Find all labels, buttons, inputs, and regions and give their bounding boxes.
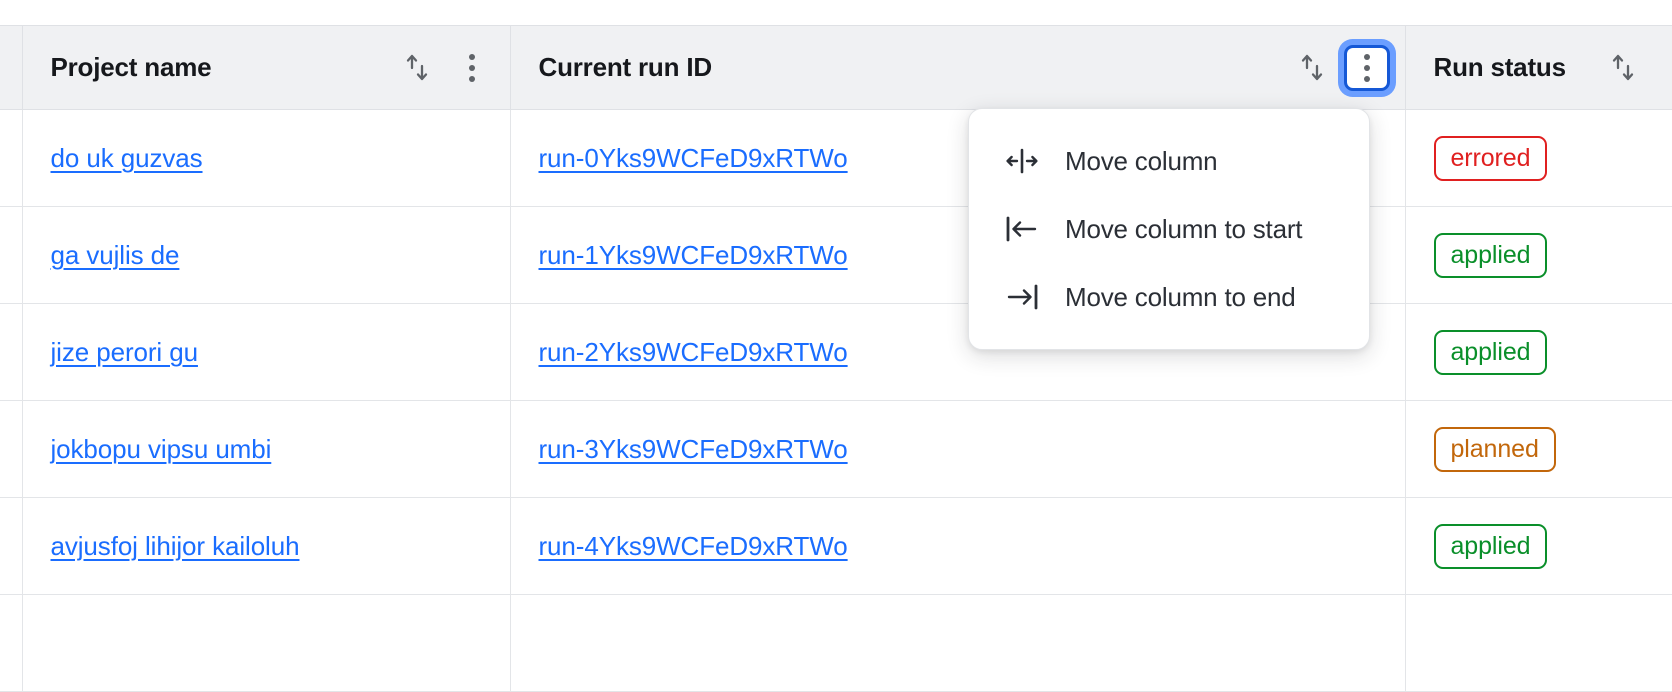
column-header-label-run-status: Run status xyxy=(1433,52,1567,82)
row-gutter-cell xyxy=(0,400,23,498)
run-id-link[interactable]: run-4Yks9WCFeD9xRTWo xyxy=(538,530,848,561)
move-column-to-start-icon xyxy=(1005,214,1039,244)
column-header-run-status[interactable]: Run status xyxy=(1405,25,1672,110)
cell-run-status: applied xyxy=(1405,497,1672,595)
project-name-link[interactable]: avjusfoj lihijor kailoluh xyxy=(50,530,300,561)
table-header: Project name xyxy=(0,25,1672,110)
menu-item-label: Move column to start xyxy=(1065,213,1303,244)
runs-table-screen: Project name xyxy=(0,25,1672,692)
move-column-to-end-icon xyxy=(1005,282,1039,312)
cell-run-status xyxy=(1405,594,1672,692)
cell-run-status: planned xyxy=(1405,400,1672,498)
row-gutter-cell xyxy=(0,594,23,692)
kebab-menu-icon xyxy=(1363,53,1370,82)
sort-button-project-name[interactable] xyxy=(398,48,438,88)
column-header-project-name[interactable]: Project name xyxy=(22,25,511,110)
cell-project-name: jize perori gu xyxy=(22,303,511,401)
cell-current-run-id xyxy=(510,594,1406,692)
sort-arrows-icon xyxy=(1609,52,1639,84)
row-gutter-cell xyxy=(0,497,23,595)
cell-run-status: errored xyxy=(1405,109,1672,207)
menu-item-move-column[interactable]: Move column xyxy=(969,127,1369,195)
project-name-link[interactable]: do uk guzvas xyxy=(50,142,203,173)
cell-project-name: do uk guzvas xyxy=(22,109,511,207)
move-column-icon xyxy=(1005,146,1039,176)
cell-project-name: avjusfoj lihijor kailoluh xyxy=(22,497,511,595)
sort-button-run-status[interactable] xyxy=(1604,48,1644,88)
table-row: avjusfoj lihijor kailoluh run-4Yks9WCFeD… xyxy=(0,497,1672,595)
runs-table: Project name xyxy=(0,25,1672,692)
status-badge: planned xyxy=(1433,426,1556,472)
run-id-link[interactable]: run-3Yks9WCFeD9xRTWo xyxy=(538,433,848,464)
table-header-row: Project name xyxy=(0,25,1672,110)
cell-project-name xyxy=(22,594,511,692)
kebab-menu-icon xyxy=(468,53,475,82)
menu-item-label: Move column xyxy=(1065,145,1218,176)
row-gutter-cell xyxy=(0,206,23,304)
column-header-gutter xyxy=(0,25,23,110)
menu-item-move-column-to-end[interactable]: Move column to end xyxy=(969,263,1369,331)
project-name-link[interactable]: jize perori gu xyxy=(50,336,199,367)
table-row: jokbopu vipsu umbi run-3Yks9WCFeD9xRTWo … xyxy=(0,400,1672,498)
cell-current-run-id: run-4Yks9WCFeD9xRTWo xyxy=(510,497,1406,595)
table-row: ga vujlis de run-1Yks9WCFeD9xRTWo applie… xyxy=(0,206,1672,304)
column-context-menu: Move column Move column to start Move co… xyxy=(968,108,1370,350)
run-id-link[interactable]: run-2Yks9WCFeD9xRTWo xyxy=(538,336,848,367)
project-name-link[interactable]: jokbopu vipsu umbi xyxy=(50,433,272,464)
cell-current-run-id: run-3Yks9WCFeD9xRTWo xyxy=(510,400,1406,498)
run-id-link[interactable]: run-0Yks9WCFeD9xRTWo xyxy=(538,142,848,173)
row-gutter-cell xyxy=(0,303,23,401)
table-row-partial xyxy=(0,594,1672,692)
table-row: do uk guzvas run-0Yks9WCFeD9xRTWo errore… xyxy=(0,109,1672,207)
cell-run-status: applied xyxy=(1405,206,1672,304)
table-body: do uk guzvas run-0Yks9WCFeD9xRTWo errore… xyxy=(0,109,1672,692)
project-name-link[interactable]: ga vujlis de xyxy=(50,239,180,270)
column-menu-button-project-name[interactable] xyxy=(452,48,492,88)
column-header-label-project-name: Project name xyxy=(50,52,212,82)
sort-arrows-icon xyxy=(1298,52,1328,84)
status-badge: applied xyxy=(1433,523,1548,569)
cell-run-status: applied xyxy=(1405,303,1672,401)
column-header-label-current-run-id: Current run ID xyxy=(538,52,713,82)
cell-project-name: jokbopu vipsu umbi xyxy=(22,400,511,498)
sort-button-current-run-id[interactable] xyxy=(1293,48,1333,88)
run-id-link[interactable]: run-1Yks9WCFeD9xRTWo xyxy=(538,239,848,270)
column-header-current-run-id[interactable]: Current run ID xyxy=(510,25,1406,110)
menu-item-label: Move column to end xyxy=(1065,281,1296,312)
status-badge: applied xyxy=(1433,329,1548,375)
row-gutter-cell xyxy=(0,109,23,207)
cell-project-name: ga vujlis de xyxy=(22,206,511,304)
table-row: jize perori gu run-2Yks9WCFeD9xRTWo appl… xyxy=(0,303,1672,401)
column-menu-button-current-run-id[interactable] xyxy=(1346,47,1387,88)
status-badge: applied xyxy=(1433,232,1548,278)
status-badge: errored xyxy=(1433,135,1548,181)
menu-item-move-column-to-start[interactable]: Move column to start xyxy=(969,195,1369,263)
sort-arrows-icon xyxy=(403,52,433,84)
